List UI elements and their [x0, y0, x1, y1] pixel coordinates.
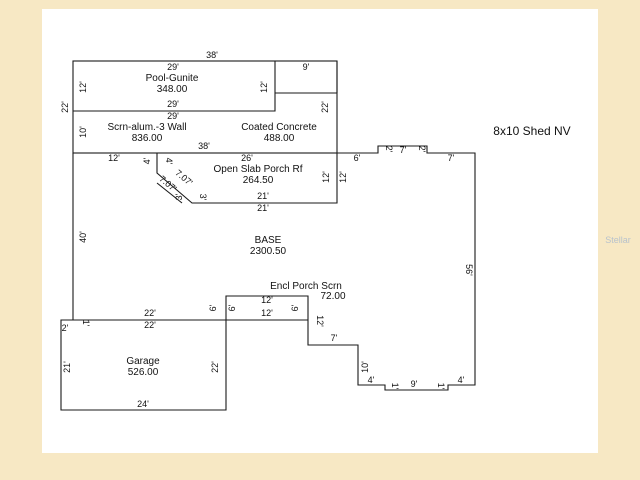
area-pool-value: 348.00	[157, 84, 188, 95]
dim-label: 21'	[257, 203, 269, 213]
dim-label: 6'	[208, 304, 218, 311]
watermark-text: Stellar	[605, 235, 631, 245]
dim-label: 24'	[137, 399, 149, 409]
dim-label: 6'	[354, 153, 361, 163]
dim-label: 3'	[198, 194, 208, 201]
dim-label: 1'	[81, 320, 91, 327]
dim-label: 3'	[174, 193, 184, 200]
area-base-name: BASE	[255, 235, 282, 246]
dim-label: 12'	[78, 81, 88, 93]
dim-label: 21'	[257, 191, 269, 201]
dim-label: 1'	[390, 383, 400, 390]
dim-label: 4'	[164, 158, 174, 165]
dim-label: 2'	[384, 146, 394, 153]
dim-label: 22'	[144, 308, 156, 318]
dimension-labels: 38' 29' 29' 29' 9' 12' 12' 22' 22' 10' 3…	[60, 50, 474, 409]
drawing-frame	[42, 9, 598, 453]
dim-label: 4'	[368, 375, 375, 385]
area-garage-name: Garage	[126, 356, 160, 367]
dim-label: 29'	[167, 99, 179, 109]
dim-label: 38'	[206, 50, 218, 60]
dim-label: 10'	[360, 361, 370, 373]
dim-label: 40'	[78, 231, 88, 243]
pool-outline	[73, 61, 276, 112]
area-pool-name: Pool-Gunite	[146, 73, 199, 84]
dim-label: 12'	[261, 308, 273, 318]
dim-label: 7'	[400, 145, 407, 155]
dim-label: 7'	[448, 153, 455, 163]
dim-label: 21'	[62, 361, 72, 373]
dim-label: 12'	[259, 81, 269, 93]
dim-label: 26'	[241, 153, 253, 163]
area-base-value: 2300.50	[250, 246, 287, 257]
dim-label: 2'	[417, 146, 427, 153]
dim-label: 22'	[210, 361, 220, 373]
dim-label: 4'	[142, 157, 152, 164]
dim-label: 12'	[315, 315, 325, 327]
dim-label: 22'	[320, 101, 330, 113]
dim-label: 38'	[198, 141, 210, 151]
area-coated-value: 488.00	[264, 133, 295, 144]
dim-label: 12'	[108, 153, 120, 163]
dim-label: 22'	[144, 320, 156, 330]
area-encl-name: Encl Porch Scrn	[270, 281, 342, 292]
area-porch-value: 264.50	[243, 175, 274, 186]
base-outline	[60, 145, 476, 411]
dim-label: 6'	[290, 304, 300, 311]
area-screen-name: Scrn-alum.-3 Wall	[107, 122, 186, 133]
porch-diagonal	[156, 182, 183, 204]
dim-label: 12'	[338, 171, 348, 183]
dim-label: 2'	[62, 323, 69, 333]
top-block-outline	[72, 60, 338, 154]
dim-label: 7'	[331, 333, 338, 343]
dim-label: 56'	[464, 264, 474, 276]
area-encl-value: 72.00	[320, 291, 345, 302]
shed-note: 8x10 Shed NV	[493, 124, 570, 138]
dim-label: 12'	[261, 295, 273, 305]
area-labels: Pool-Gunite 348.00 Scrn-alum.-3 Wall 836…	[107, 73, 345, 378]
area-garage-value: 526.00	[128, 367, 159, 378]
dim-label: 29'	[167, 111, 179, 121]
dim-label: 9'	[411, 379, 418, 389]
dim-label: 6'	[227, 304, 237, 311]
plan-lines	[60, 60, 476, 411]
dim-label: 22'	[60, 101, 70, 113]
dim-label: 12'	[321, 171, 331, 183]
dim-label: 4'	[458, 375, 465, 385]
open-slab-porch-outline	[156, 153, 338, 204]
dim-label: 10'	[78, 126, 88, 138]
area-screen-value: 836.00	[132, 133, 163, 144]
area-porch-name: Open Slab Porch Rf	[214, 164, 303, 175]
dim-label: 1'	[436, 383, 446, 390]
dim-label: 29'	[167, 62, 179, 72]
area-coated-name: Coated Concrete	[241, 122, 317, 133]
dim-label: 9'	[303, 62, 310, 72]
